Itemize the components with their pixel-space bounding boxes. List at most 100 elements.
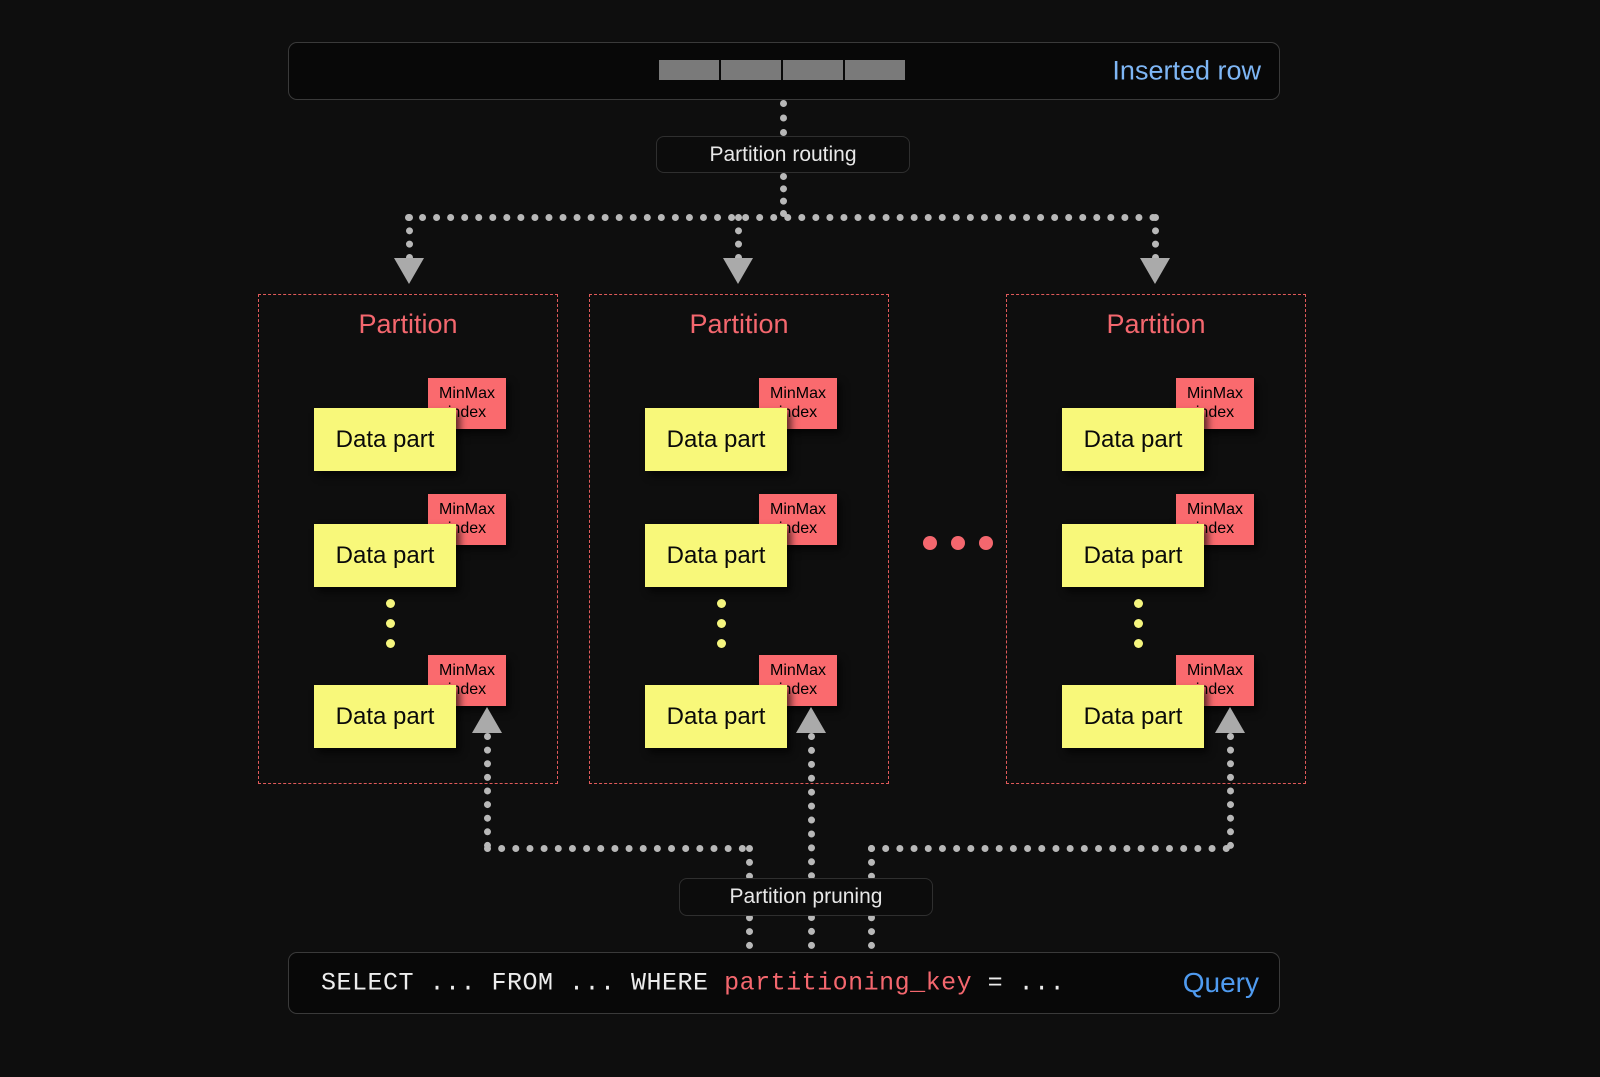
arrow-up-partition-3 [1215,707,1245,733]
data-part-box: Data part [314,685,456,748]
data-part-box: Data part [645,408,787,471]
ellipsis-dot [717,639,726,648]
minmax-index-label-line2: index [447,403,487,421]
data-part-ellipsis [1134,599,1143,648]
connector-bus-to-partition-3 [1152,214,1159,261]
data-part-label: Data part [335,425,435,453]
partition-ellipsis [923,536,993,550]
ellipsis-dot [386,599,395,608]
inserted-row-bar: Inserted row [288,42,1280,100]
data-part-group: MinMax index Data part [1062,494,1282,590]
connector-pruning-leg-3 [868,845,1230,852]
arrow-down-partition-1 [394,258,424,284]
connector-pruning-to-partition-1 [484,733,491,849]
inserted-row-cells [659,60,905,80]
ellipsis-dot [1134,639,1143,648]
arrow-up-partition-1 [472,707,502,733]
row-cell [845,60,905,80]
data-part-box: Data part [314,524,456,587]
data-part-label: Data part [666,702,766,730]
data-part-ellipsis [717,599,726,648]
connector-routing-bus [405,214,1157,221]
data-part-label: Data part [666,425,766,453]
data-part-label: Data part [335,702,435,730]
row-cell [783,60,843,80]
minmax-index-label-line1: MinMax [438,384,495,402]
row-cell [721,60,781,80]
query-prefix: SELECT ... FROM ... WHERE [321,968,725,998]
ellipsis-dot [979,536,993,550]
data-part-group: MinMax index Data part [314,494,534,590]
data-part-box: Data part [314,408,456,471]
minmax-index-label-line2: index [1195,403,1235,421]
data-part-group: MinMax index Data part [645,655,865,751]
ellipsis-dot [1134,619,1143,628]
partition-title: Partition [1106,309,1206,339]
partition-box-3: Partition MinMax index Data part MinMax … [1006,294,1306,784]
minmax-index-box: MinMax index [428,494,506,545]
partition-routing-label: Partition routing [709,142,857,166]
ellipsis-dot [386,619,395,628]
ellipsis-dot [1134,599,1143,608]
ellipsis-dot [717,599,726,608]
partition-title: Partition [358,309,458,339]
query-label: Query [1182,967,1259,998]
partition-routing-box: Partition routing [656,136,910,173]
data-part-label: Data part [1083,425,1183,453]
data-part-box: Data part [645,685,787,748]
connector-bus-to-partition-1 [406,214,413,261]
data-part-group: MinMax index Data part [645,378,865,474]
row-cell [659,60,719,80]
data-part-box: Data part [1062,685,1204,748]
data-part-box: Data part [1062,408,1204,471]
partition-box-2: Partition MinMax index Data part MinMax … [589,294,889,784]
data-part-ellipsis [386,599,395,648]
partition-title: Partition [689,309,789,339]
data-part-label: Data part [335,541,435,569]
minmax-index-label-line2: index [447,519,487,537]
query-suffix: = ... [972,968,1066,998]
data-part-label: Data part [1083,702,1183,730]
connector-routing-to-bus [780,173,787,217]
query-text: SELECT ... FROM ... WHERE partitioning_k… [321,969,1065,998]
connector-pruning-leg-1 [484,845,746,852]
data-part-box: Data part [1062,524,1204,587]
minmax-index-label-line1: MinMax [1186,661,1243,679]
data-part-group: MinMax index Data part [1062,655,1282,751]
minmax-index-label-line2: index [1195,680,1235,698]
partition-pruning-label: Partition pruning [729,885,883,908]
minmax-index-label-line1: MinMax [438,500,495,518]
arrow-down-partition-2 [723,258,753,284]
minmax-index-label-line1: MinMax [769,661,826,679]
data-part-label: Data part [1083,541,1183,569]
arrow-down-partition-3 [1140,258,1170,284]
partition-pruning-box: Partition pruning [679,878,933,916]
ellipsis-dot [717,619,726,628]
connector-pruning-to-partition-2 [808,733,815,949]
minmax-index-label-line1: MinMax [1186,500,1243,518]
connector-bus-to-partition-2 [735,214,742,261]
connector-row-to-routing [780,100,787,136]
data-part-box: Data part [645,524,787,587]
minmax-index-label-line2: index [778,519,818,537]
data-part-label: Data part [666,541,766,569]
minmax-index-label-line2: index [778,680,818,698]
minmax-index-label-line2: index [447,680,487,698]
data-part-group: MinMax index Data part [1062,378,1282,474]
data-part-group: MinMax index Data part [314,378,534,474]
partition-box-1: Partition MinMax index Data part MinMax … [258,294,558,784]
minmax-index-label-line1: MinMax [1186,384,1243,402]
arrow-up-partition-2 [796,707,826,733]
ellipsis-dot [923,536,937,550]
minmax-index-box: MinMax index [759,378,837,429]
query-partitioning-key: partitioning_key [724,968,973,998]
data-part-group: MinMax index Data part [645,494,865,590]
minmax-index-label-line1: MinMax [769,384,826,402]
inserted-row-label: Inserted row [1112,55,1261,86]
minmax-index-label-line2: index [1195,519,1235,537]
minmax-index-label-line1: MinMax [769,500,826,518]
connector-pruning-to-partition-3 [1227,733,1234,849]
minmax-index-label-line2: index [778,403,818,421]
ellipsis-dot [386,639,395,648]
